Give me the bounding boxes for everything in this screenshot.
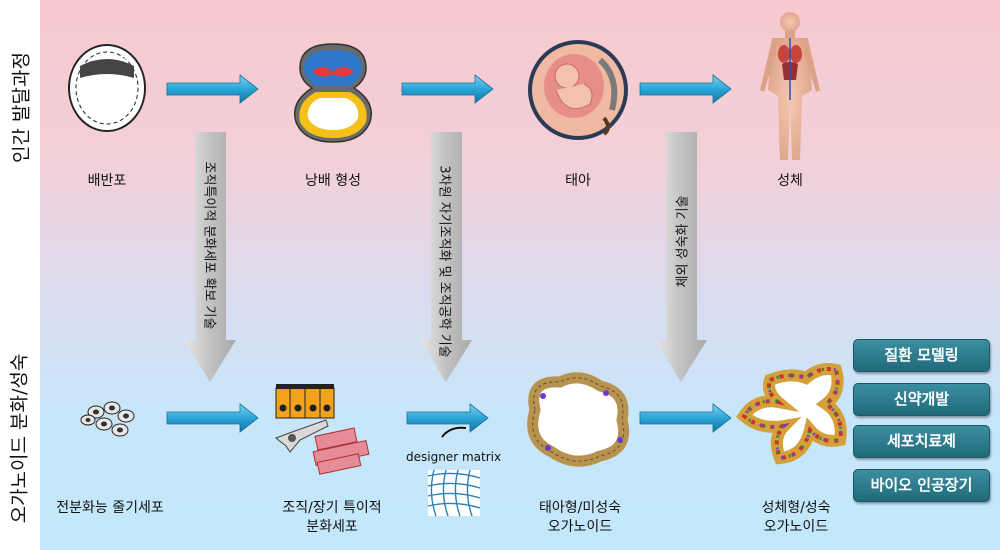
app-disease-modeling: 질환 모델링 xyxy=(853,339,990,372)
app-bio-artificial-organ: 바이오 인공장기 xyxy=(853,469,990,502)
arrow-bottom-3 xyxy=(639,403,732,433)
blastocyst-illustration xyxy=(68,44,146,132)
designer-matrix-illustration xyxy=(427,426,481,517)
stage-label-adult-organoid: 성체형/성숙 오가노이드 xyxy=(736,499,856,537)
fetal-organoid-line-2: 오가노이드 xyxy=(547,519,613,535)
adult-organoid-line-2: 오가노이드 xyxy=(763,519,829,535)
gray-arrow-1 xyxy=(184,132,236,382)
app-cell-therapy: 세포치료제 xyxy=(853,425,990,458)
designer-matrix-label: designer matrix xyxy=(406,450,502,464)
fetal-organoid-line-1: 태아형/미성숙 xyxy=(539,500,621,516)
tech-label-self-organization: 3차원 자기조직화 및 조직공학 기술 xyxy=(436,165,452,358)
gastrulation-illustration xyxy=(294,43,372,143)
arrow-bottom-1 xyxy=(166,403,259,433)
arrow-bottom-2 xyxy=(406,403,489,433)
differentiated-line-1: 조직/장기 특이적 xyxy=(282,500,382,516)
differentiated-line-2: 분화세포 xyxy=(306,519,358,535)
app-drug-development: 신약개발 xyxy=(853,383,990,416)
stage-label-blastocyst: 배반포 xyxy=(87,173,127,189)
adult-organoid-illustration xyxy=(736,363,847,465)
gray-arrow-2 xyxy=(420,132,472,382)
arrow-top-1 xyxy=(166,74,259,104)
stem-cell-cluster xyxy=(80,401,135,437)
arrow-top-3 xyxy=(639,74,732,104)
adult-organoid-line-1: 성체형/성숙 xyxy=(761,500,831,516)
stage-label-fetus: 태아 xyxy=(565,173,591,189)
stage-label-differentiated: 조직/장기 특이적 분화세포 xyxy=(262,499,402,537)
tech-label-differentiation: 조직특이적 분화세포 확보 기술 xyxy=(201,161,217,330)
fetal-organoid-illustration xyxy=(527,372,630,467)
adult-body-illustration xyxy=(760,12,820,160)
stage-label-fetal-organoid: 태아형/미성숙 오가노이드 xyxy=(520,499,640,537)
stage-label-gastrulation: 낭배 형성 xyxy=(305,173,361,189)
stage-label-adult: 성체 xyxy=(777,173,803,189)
fetus-illustration xyxy=(528,40,628,140)
stage-label-stem-cell: 전분화능 줄기세포 xyxy=(56,500,164,516)
differentiated-cells xyxy=(275,384,370,475)
gray-arrow-3 xyxy=(655,132,707,382)
tech-label-maturation: 체외 성숙화 기술 xyxy=(675,195,691,288)
arrow-top-2 xyxy=(401,74,494,104)
